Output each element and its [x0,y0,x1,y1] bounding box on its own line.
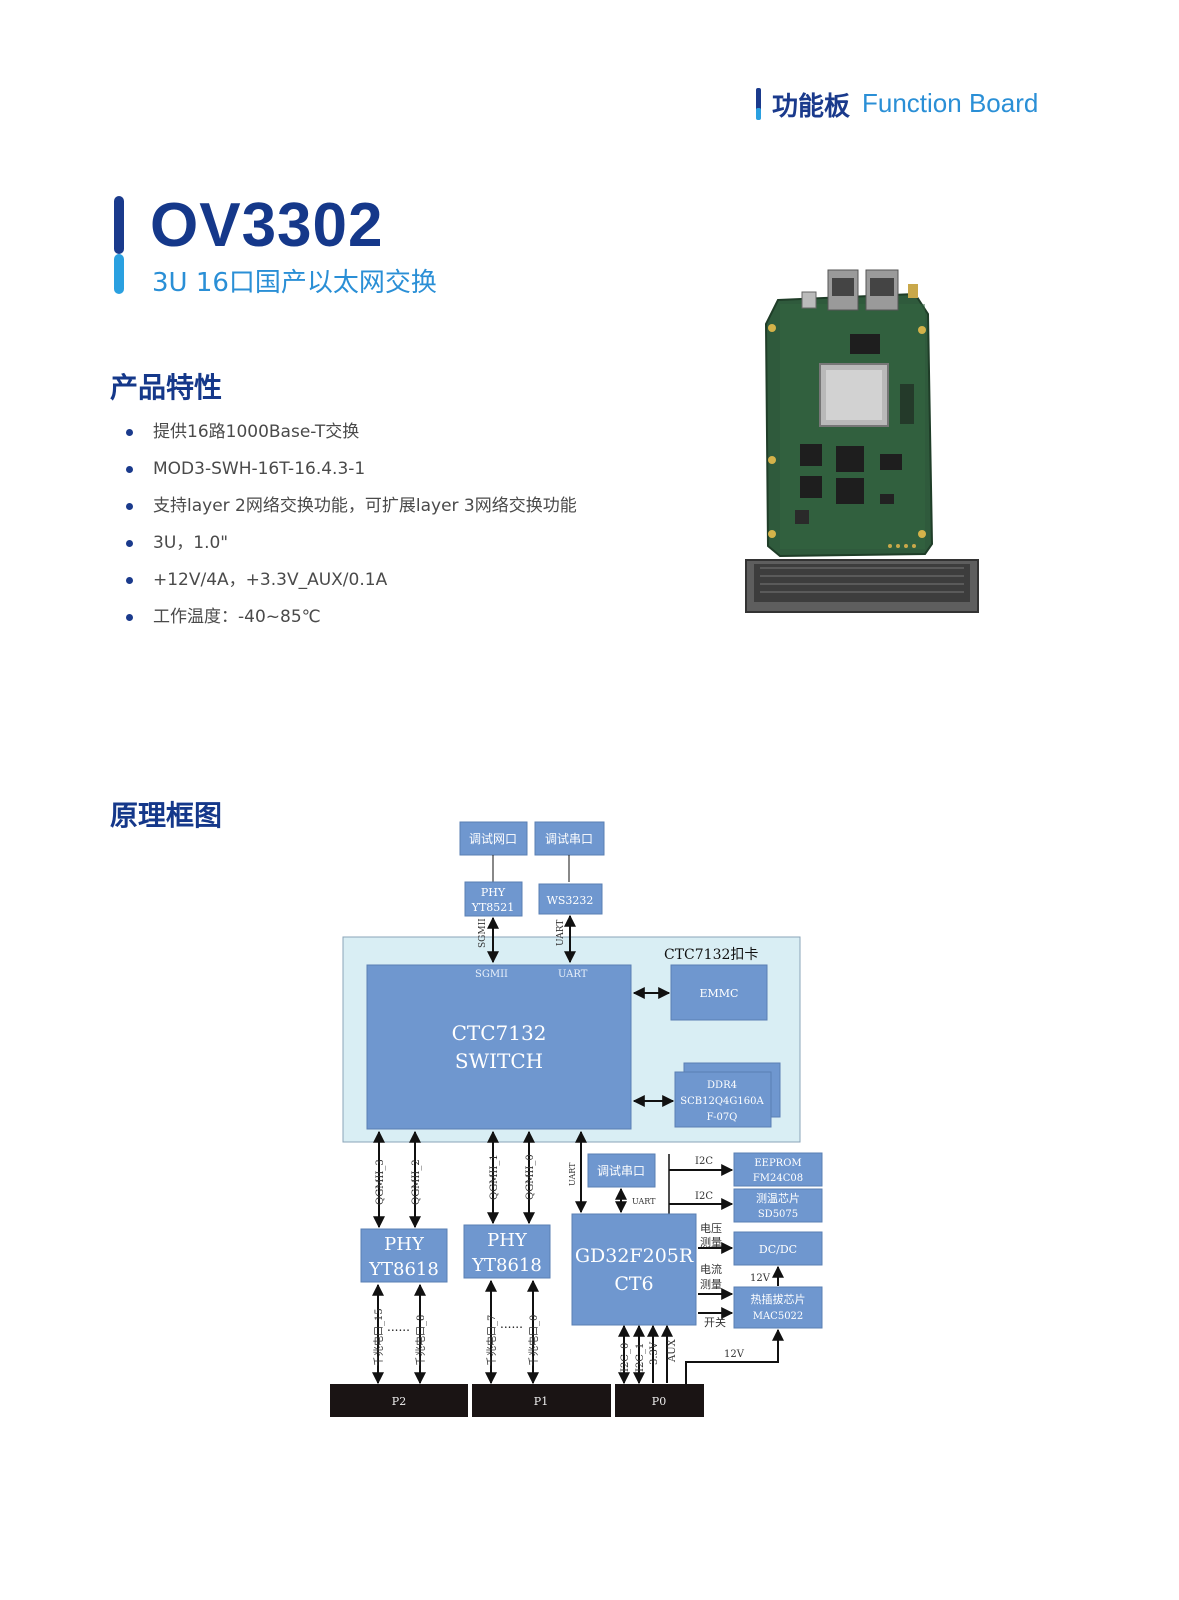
emmc-box [670,964,768,1021]
phy-mid-line1: PHY [487,1230,528,1251]
switch-line2: SWITCH [455,1049,543,1073]
debug-serial-box [534,821,605,856]
uart-small-label: UART [632,1197,656,1206]
feature-item: 3U，1.0" [126,529,577,566]
feature-item: 工作温度：-40~85℃ [126,603,577,640]
port-0: 千兆电口_0 [527,1315,540,1366]
connector-p2-label: P2 [392,1395,406,1408]
qgmii-3: QGMII_3 [375,1159,386,1205]
category-cn: 功能板 [772,92,851,122]
product-model: OV3302 [150,191,384,260]
switch-sgmii-label: SGMII [475,969,508,980]
pin-i2c1: I2C_1 [635,1343,646,1372]
block-diagram: CTC7132扣卡 调试网口 调试串口 PHY YT8521 WS3232 SG… [330,821,823,1417]
ports-ellipsis-left: ...... [387,1320,410,1334]
volt-line2: 测量 [700,1236,722,1249]
i2c-label-b: I2C [695,1191,713,1202]
curr-line1: 电流 [700,1262,722,1276]
connector-p0-label: P0 [652,1395,666,1408]
temp-box [733,1188,823,1223]
mcu-line2: CT6 [614,1273,653,1295]
feature-item: MOD3-SWH-16T-16.4.3-1 [126,455,577,492]
card-label: CTC7132扣卡 [664,947,758,963]
qgmii-2: QGMII_2 [411,1159,422,1205]
debug-serial2-box [587,1153,656,1188]
eeprom-box [733,1152,823,1187]
hotswap-line1: 热插拔芯片 [751,1292,806,1306]
board-photo [745,269,979,613]
connector-p0 [615,1384,704,1417]
header-accent-bar-light [756,108,761,120]
dcdc-label: DC/DC [759,1243,797,1256]
ddr-line3: F-07Q [707,1112,738,1123]
ddr-line1: DDR4 [707,1080,737,1091]
debug-net-box [459,821,528,856]
feature-item: +12V/4A，+3.3V_AUX/0.1A [126,566,577,603]
ws3232-label: WS3232 [547,894,594,907]
port-15: 千兆电口_15 [372,1308,385,1366]
qgmii-1: QGMII_1 [489,1154,500,1200]
switch-line1: CTC7132 [452,1021,547,1045]
i2c-label-a: I2C [695,1156,713,1167]
pin-aux: AUX [667,1338,678,1363]
port-8: 千兆电口_8 [414,1315,427,1366]
v12-label-b: 12V [724,1349,745,1360]
temp-line2: SD5075 [758,1209,798,1220]
title-accent-bar-light [114,254,124,294]
debug-serial-label: 调试串口 [545,831,593,846]
volt-line1: 电压 [700,1222,722,1235]
ddr-line2: SCB12Q4G160A [680,1096,764,1107]
pin-i2c0: I2C_0 [620,1343,631,1372]
phy-left-line2: YT8618 [368,1259,439,1280]
curr-line2: 测量 [700,1278,722,1291]
port-7: 千兆电口_7 [485,1315,498,1366]
v12-label-a: 12V [750,1273,771,1284]
connector-p1-label: P1 [534,1395,548,1408]
mcu-line1: GD32F205R [575,1245,694,1267]
temp-line1: 测温芯片 [756,1191,800,1205]
dcdc-box [733,1231,823,1266]
pin-3v3: 3.3V [649,1341,660,1365]
connector-p2 [330,1384,468,1417]
ws3232-box [538,883,603,915]
features-heading: 产品特性 [110,371,223,404]
phy-top-line2: YT8521 [471,901,515,914]
phy-top-box [464,881,523,917]
phy-left-box [360,1228,448,1283]
diagram-heading: 原理框图 [110,799,223,832]
switch-uart-label: UART [558,969,588,980]
hotswap-line2: MAC5022 [753,1311,804,1322]
phy-mid-box [463,1224,551,1279]
debug-serial2-label: 调试串口 [597,1163,645,1178]
ports-ellipsis-mid: ...... [500,1317,523,1331]
phy-mid-line2: YT8618 [471,1255,542,1276]
eeprom-line1: EEPROM [754,1158,801,1169]
debug-net-label: 调试网口 [469,831,517,846]
emmc-label: EMMC [700,987,739,1000]
uart-vertical: UART [556,920,566,946]
hotswap-box [733,1286,823,1329]
ddr-box [674,1071,772,1128]
phy-left-line1: PHY [384,1234,425,1255]
category-en: Function Board [862,88,1039,118]
feature-list: 提供16路1000Base-T交换 MOD3-SWH-16T-16.4.3-1 … [126,418,577,640]
switch-box [366,964,632,1130]
phy-top-line1: PHY [481,886,506,899]
qgmii-0: QGMII_0 [525,1154,536,1200]
uart-vertical-2: UART [568,1162,577,1186]
sgmii-vertical: SGMII [478,918,488,948]
switch-cn-label: 开关 [704,1315,726,1329]
feature-item: 提供16路1000Base-T交换 [126,418,577,455]
header-accent-bar [756,88,761,114]
product-subtitle: 3U 16口国产以太网交换 [152,268,437,298]
connector-p1 [472,1384,611,1417]
feature-item: 支持layer 2网络交换功能，可扩展layer 3网络交换功能 [126,492,577,529]
eeprom-line2: FM24C08 [753,1173,803,1184]
title-accent-bar [114,196,124,254]
mcu-box [571,1213,697,1326]
